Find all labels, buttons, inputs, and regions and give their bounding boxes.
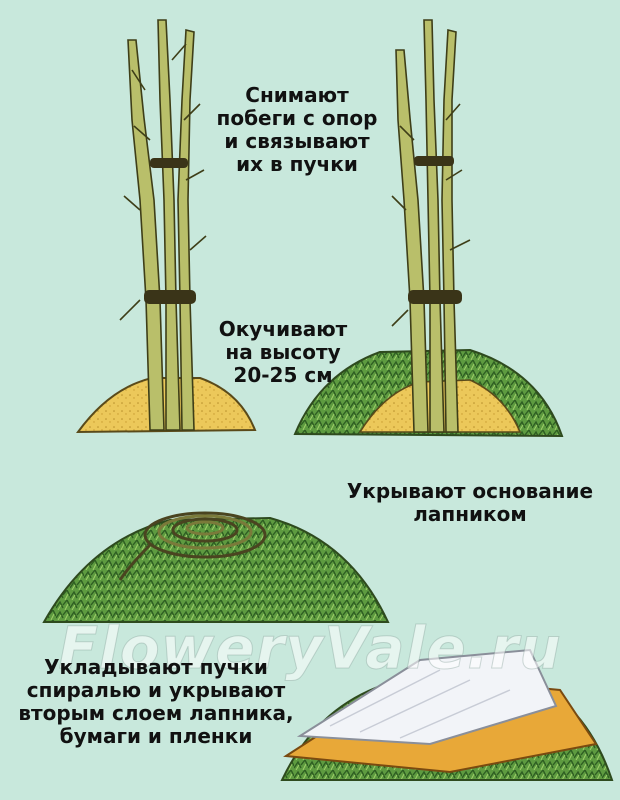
vine-bundle-icon	[119, 19, 207, 431]
caption-step2-line3: 20-25 см	[233, 363, 333, 387]
caption-step4-line3: вторым слоем лапника,	[18, 701, 294, 725]
caption-step1: Снимают побеги с опор и связывают их в п…	[212, 84, 382, 176]
caption-step4-line4: бумаги и пленки	[59, 724, 253, 748]
tie-upper-2	[414, 156, 454, 166]
caption-step1-line3: и связывают	[224, 129, 370, 153]
caption-step1-line1: Снимают	[245, 83, 349, 107]
caption-step4-line1: Укладывают пучки	[44, 655, 268, 679]
coiled-figure	[42, 511, 390, 623]
caption-step3: Укрывают основание лапником	[330, 480, 610, 526]
caption-step4: Укладывают пучки спиралью и укрывают вто…	[6, 656, 306, 748]
caption-step2-line2: на высоту	[225, 340, 341, 364]
coiled-vines-icon	[118, 511, 267, 581]
caption-step2: Окучивают на высоту 20-25 см	[198, 318, 368, 387]
paper-cover-icon	[296, 648, 558, 746]
caption-step4-line2: спиралью и укрывают	[26, 678, 286, 702]
caption-step1-line2: побеги с опор	[216, 106, 378, 130]
covered-figure	[280, 648, 614, 781]
caption-step3-line1: Укрывают основание	[346, 479, 594, 503]
watermark-text: FloweryVale.ru	[58, 614, 562, 683]
caption-step2-line1: Окучивают	[218, 317, 348, 341]
bundle-figure-2	[293, 19, 564, 438]
vine-bundle-icon-2	[391, 19, 471, 433]
bundle-figure-1	[76, 19, 257, 434]
tie-lower-2	[408, 290, 462, 304]
caption-step1-line4: их в пучки	[236, 152, 358, 176]
caption-step3-line2: лапником	[413, 502, 527, 526]
tie-upper-1	[150, 158, 188, 168]
tie-lower-1	[144, 290, 196, 304]
